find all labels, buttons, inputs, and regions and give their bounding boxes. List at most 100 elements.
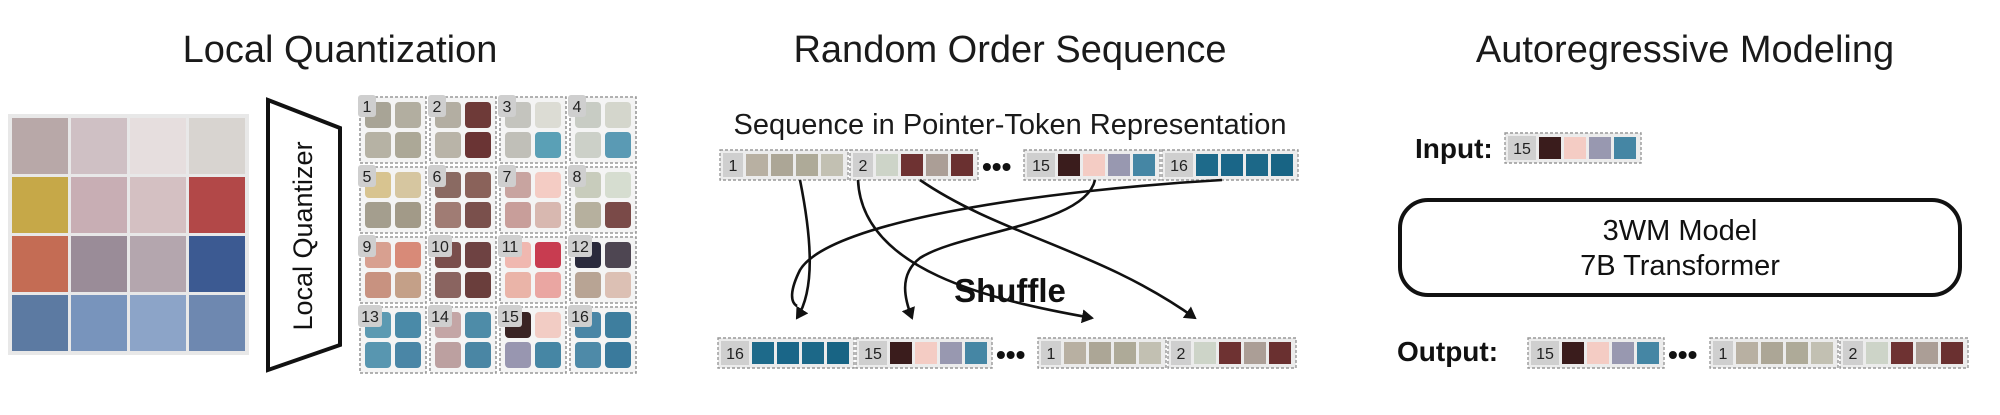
patch-10: 10 <box>428 235 497 304</box>
token-pointer: 16 <box>1170 158 1188 175</box>
token-value <box>1089 342 1111 364</box>
patch-token <box>365 132 391 158</box>
photo-tile <box>12 118 68 174</box>
patch-number-bg <box>498 95 516 117</box>
patch-token <box>465 202 491 228</box>
token-pointer: 2 <box>1849 346 1858 363</box>
token-value <box>901 154 923 176</box>
token-value <box>1244 342 1266 364</box>
token-2: 2 <box>1167 337 1297 369</box>
patch-token <box>575 202 601 228</box>
patch-token <box>605 272 631 298</box>
patch-token <box>535 102 561 128</box>
token-pointer: 2 <box>859 158 868 175</box>
token-pointer: 2 <box>1177 346 1186 363</box>
arrow-1 <box>795 179 811 320</box>
patch-token <box>605 102 631 128</box>
token-value <box>1269 342 1291 364</box>
token-value <box>771 154 793 176</box>
patch-number: 10 <box>431 239 449 256</box>
patch-token <box>435 272 461 298</box>
token-value <box>821 154 843 176</box>
title-autoregressive-modeling: Autoregressive Modeling <box>1476 29 1894 71</box>
token-1: 1 <box>719 149 849 181</box>
patch-16: 16 <box>568 305 637 374</box>
patch-8: 8 <box>568 165 637 234</box>
token-15: 15 <box>1023 149 1161 181</box>
token-value <box>1589 137 1611 159</box>
token-value <box>796 154 818 176</box>
patch-number-bg <box>358 305 382 327</box>
token-value <box>940 342 962 364</box>
token-pointer-bg <box>1713 341 1733 365</box>
patch-token <box>575 132 601 158</box>
token-value <box>915 342 937 364</box>
token-value <box>1133 154 1155 176</box>
token-value <box>951 154 973 176</box>
patch-token <box>465 242 491 268</box>
patch-token <box>535 342 561 368</box>
token-value <box>752 342 774 364</box>
patch-15: 15 <box>498 305 567 374</box>
patch-token <box>395 202 421 228</box>
token-pointer-bg <box>859 341 887 365</box>
token-pointer-bg <box>721 341 749 365</box>
patch-token <box>535 242 561 268</box>
token-16: 16 <box>717 337 855 369</box>
token-pointer: 16 <box>726 346 744 363</box>
patch-token <box>395 132 421 158</box>
photo-tile <box>189 295 245 351</box>
shuffle-arrows <box>790 178 1223 324</box>
token-value <box>777 342 799 364</box>
photo-tile <box>189 118 245 174</box>
token-1: 1 <box>1709 337 1839 369</box>
local-quantizer-block: Local Quantizer <box>266 97 342 373</box>
token-value <box>1866 342 1888 364</box>
token-15: 15 <box>1527 337 1665 369</box>
photo-tile <box>130 236 186 292</box>
patch-number: 13 <box>361 309 379 326</box>
patch-token <box>465 342 491 368</box>
token-value <box>1761 342 1783 364</box>
patch-number: 11 <box>502 239 519 256</box>
patch-token <box>535 132 561 158</box>
patch-token <box>365 342 391 368</box>
token-15: 15 <box>1504 132 1642 164</box>
patch-token <box>435 202 461 228</box>
photo-tile <box>12 295 68 351</box>
patch-14: 14 <box>428 305 497 374</box>
patch-token <box>395 312 421 338</box>
token-value <box>1196 154 1218 176</box>
patch-number: 14 <box>431 309 449 326</box>
patch-2: 2 <box>428 95 497 164</box>
patch-number: 3 <box>503 99 512 116</box>
patch-number-bg <box>498 235 522 257</box>
patch-token <box>505 132 531 158</box>
token-value <box>746 154 768 176</box>
patch-9: 9 <box>358 235 427 304</box>
token-16: 16 <box>1161 149 1299 181</box>
patch-number: 1 <box>363 99 372 116</box>
token-value <box>1064 342 1086 364</box>
patch-number-bg <box>498 165 516 187</box>
patch-3: 3 <box>498 95 567 164</box>
token-pointer-bg <box>723 153 743 177</box>
patch-6: 6 <box>428 165 497 234</box>
patch-token <box>605 202 631 228</box>
token-value <box>1564 137 1586 159</box>
token-pointer-bg <box>1843 341 1863 365</box>
token-pointer-bg <box>1531 341 1559 365</box>
photo-tile <box>71 177 127 233</box>
token-value <box>1612 342 1634 364</box>
token-value <box>1058 154 1080 176</box>
patch-number-bg <box>358 95 376 117</box>
patch-token <box>365 272 391 298</box>
photo-tile <box>12 177 68 233</box>
patch-number: 6 <box>433 169 442 186</box>
patch-token <box>535 272 561 298</box>
input-image <box>8 114 249 355</box>
token-pointer-bg <box>1508 136 1536 160</box>
